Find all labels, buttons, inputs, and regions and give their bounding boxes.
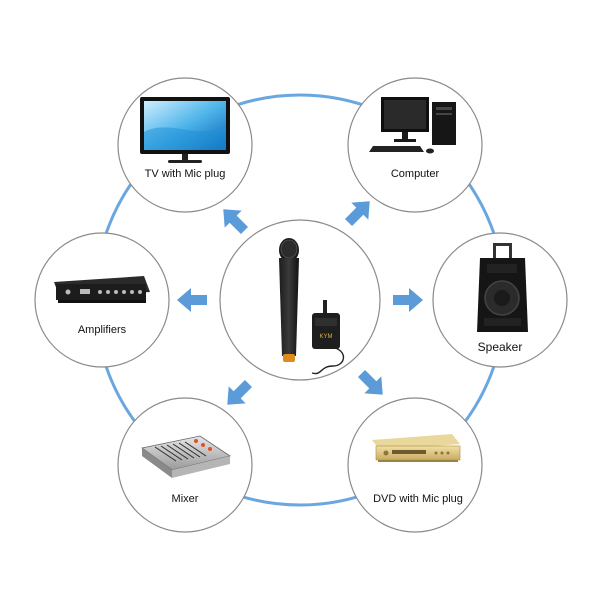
- node-dvd: [347, 397, 483, 533]
- mixer-icon: [141, 435, 231, 478]
- label-speaker: Speaker: [478, 340, 523, 354]
- arrow-to-mixer: [227, 379, 253, 405]
- node-center: [219, 219, 381, 381]
- arrow-to-computer: [344, 201, 370, 227]
- dvd-player-icon: [372, 434, 461, 462]
- arrow-to-amplifiers: [177, 288, 207, 312]
- label-tv: TV with Mic plug: [145, 168, 226, 180]
- computer-icon: [369, 97, 456, 154]
- arrow-to-dvd: [357, 369, 383, 395]
- amplifier-icon: [54, 276, 150, 303]
- speaker-icon: [477, 243, 528, 332]
- microphone-icon: [279, 238, 299, 362]
- label-amplifiers: Amplifiers: [78, 324, 127, 336]
- label-dvd: DVD with Mic plug: [373, 493, 463, 505]
- tv-icon: [140, 97, 230, 163]
- label-computer: Computer: [391, 168, 440, 180]
- label-mixer: Mixer: [172, 493, 199, 505]
- arrow-to-tv: [223, 209, 249, 235]
- arrow-to-speaker: [393, 288, 423, 312]
- receiver-icon: KYM: [311, 300, 345, 375]
- receiver-brand-mark: KYM: [319, 334, 332, 340]
